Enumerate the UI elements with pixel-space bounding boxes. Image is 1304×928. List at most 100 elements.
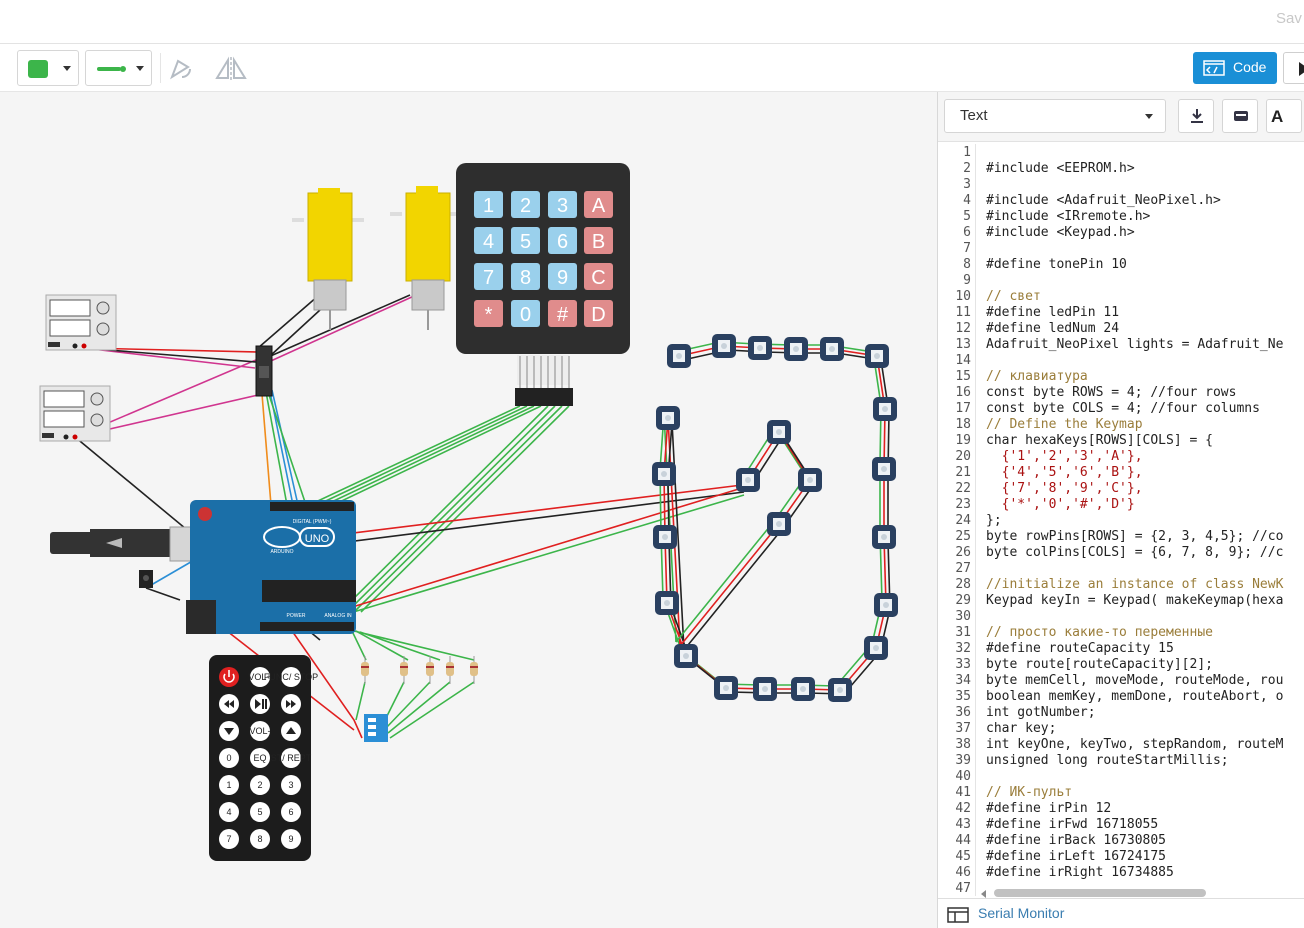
remote-digit-button[interactable]: 4 [219, 802, 239, 822]
remote-prev-button[interactable] [219, 694, 239, 714]
neopixel-led[interactable] [864, 636, 888, 660]
keypad-key[interactable]: 4 [474, 227, 503, 254]
neopixel-led[interactable] [873, 397, 897, 421]
code-line[interactable]: 11#define ledPin 11 [938, 305, 1304, 321]
rotate-icon[interactable] [168, 57, 194, 81]
neopixel-led[interactable] [784, 337, 808, 361]
wire-green-keypad-rows[interactable] [304, 405, 542, 508]
keypad-key[interactable]: # [548, 300, 577, 327]
code-line[interactable]: 2#include <EEPROM.h> [938, 161, 1304, 177]
wire-red-switch[interactable] [289, 627, 363, 739]
remote-up-button[interactable] [281, 721, 301, 741]
code-line[interactable]: 21 {'4','5','6','B'}, [938, 465, 1304, 481]
code-line[interactable]: 46#define irRight 16734885 [938, 865, 1304, 881]
font-size-button[interactable]: A [1266, 99, 1302, 133]
wire-green-resistors[interactable] [349, 629, 475, 661]
motor-driver-chip[interactable] [255, 345, 273, 397]
keypad-key[interactable]: 1 [474, 191, 503, 218]
wire-green-switch[interactable] [355, 681, 475, 739]
neopixel-led[interactable] [798, 468, 822, 492]
keypad-key[interactable]: 8 [511, 263, 540, 290]
code-line[interactable]: 47 [938, 881, 1304, 896]
neopixel-led[interactable] [714, 676, 738, 700]
remote-st-rept-button[interactable]: ST/ REPT [271, 748, 312, 768]
start-simulation-button[interactable] [1283, 52, 1304, 84]
code-line[interactable]: 31// просто какие-то переменные [938, 625, 1304, 641]
neopixel-led[interactable] [820, 337, 844, 361]
scrollbar-thumb[interactable] [994, 889, 1206, 897]
wire-green[interactable] [267, 391, 307, 506]
horizontal-scrollbar[interactable] [978, 888, 1304, 898]
keypad-key[interactable]: 3 [548, 191, 577, 218]
remote-digit-button[interactable]: 1 [219, 775, 239, 795]
remote-eq-button[interactable]: EQ [250, 748, 270, 768]
remote-digit-button[interactable]: 2 [250, 775, 270, 795]
neopixel-led[interactable] [655, 591, 679, 615]
download-button[interactable] [1178, 99, 1214, 133]
line-style-dropdown[interactable] [85, 50, 152, 86]
remote-vol-up-button[interactable]: VOL+ [248, 667, 272, 687]
keypad-key[interactable]: D [584, 300, 613, 327]
neopixel-led[interactable] [791, 677, 815, 701]
code-line[interactable]: 45#define irLeft 16724175 [938, 849, 1304, 865]
code-line[interactable]: 14 [938, 353, 1304, 369]
code-line[interactable]: 44#define irBack 16730805 [938, 833, 1304, 849]
wire-green[interactable] [265, 391, 288, 506]
dc-motor-1[interactable] [292, 188, 364, 330]
wire-black[interactable] [257, 295, 321, 357]
wire-orange[interactable] [261, 393, 272, 506]
code-line[interactable]: 15// клавиатура [938, 369, 1304, 385]
keypad-key[interactable]: * [474, 300, 503, 327]
code-line[interactable]: 9 [938, 273, 1304, 289]
keypad-key[interactable]: 2 [511, 191, 540, 218]
wire-green-keypad-cols[interactable] [339, 405, 570, 613]
code-line[interactable]: 23 {'*','0','#','D'} [938, 497, 1304, 513]
remote-digit-button[interactable]: 3 [281, 775, 301, 795]
code-line[interactable]: 32#define routeCapacity 15 [938, 641, 1304, 657]
code-line[interactable]: 6#include <Keypad.h> [938, 225, 1304, 241]
neopixel-led[interactable] [767, 512, 791, 536]
neopixel-led[interactable] [674, 644, 698, 668]
ir-receiver[interactable] [139, 570, 153, 588]
neopixel-led[interactable] [712, 334, 736, 358]
neopixel-led[interactable] [872, 457, 896, 481]
code-line[interactable]: 41// ИК-пульт [938, 785, 1304, 801]
neopixel-led[interactable] [872, 525, 896, 549]
code-line[interactable]: 5#include <IRremote.h> [938, 209, 1304, 225]
remote-digit-button[interactable]: 6 [281, 802, 301, 822]
keypad-key[interactable]: B [584, 227, 613, 254]
remote-digit-button[interactable]: 0 [219, 748, 239, 768]
neopixel-led[interactable] [828, 678, 852, 702]
code-line[interactable]: 42#define irPin 12 [938, 801, 1304, 817]
neopixel-led[interactable] [652, 462, 676, 486]
library-button[interactable] [1222, 99, 1258, 133]
remote-next-button[interactable] [281, 694, 301, 714]
code-line[interactable]: 43#define irFwd 16718055 [938, 817, 1304, 833]
dip-switch[interactable] [364, 714, 388, 742]
keypad-key[interactable]: C [584, 263, 613, 290]
code-button[interactable]: Code [1193, 52, 1277, 84]
scroll-left-icon[interactable] [981, 890, 986, 898]
code-mode-dropdown[interactable]: Text [944, 99, 1166, 133]
neopixel-led[interactable] [653, 525, 677, 549]
remote-digit-button[interactable]: 9 [281, 829, 301, 849]
remote-down-button[interactable] [219, 721, 239, 741]
power-supply-1[interactable] [45, 294, 117, 351]
keypad-key[interactable]: A [584, 191, 613, 218]
keypad-key[interactable]: 9 [548, 263, 577, 290]
remote-digit-button[interactable]: 7 [219, 829, 239, 849]
keypad-key[interactable]: 0 [511, 300, 540, 327]
wire-magenta[interactable] [83, 347, 256, 369]
code-line[interactable]: 22 {'7','8','9','C'}, [938, 481, 1304, 497]
